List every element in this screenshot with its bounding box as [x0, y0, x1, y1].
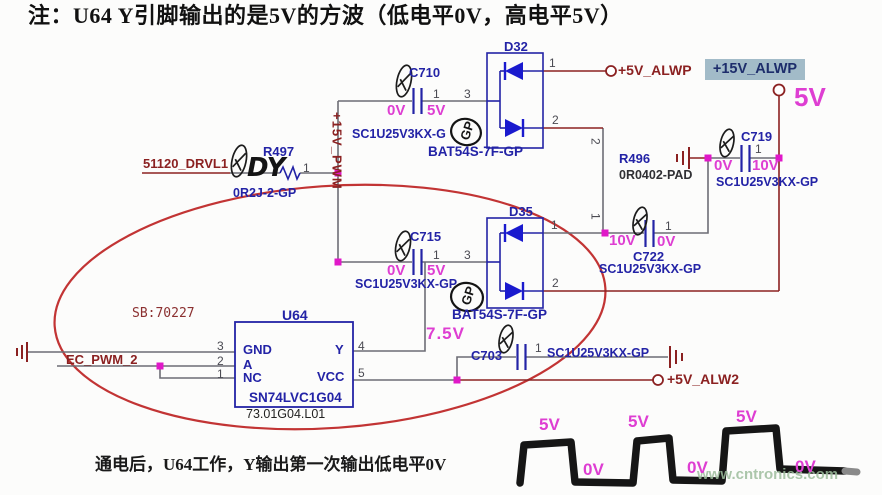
d32-part: BAT54S-7F-GP	[428, 144, 524, 159]
node-7v5-annotation: 7.5V	[426, 324, 465, 343]
r497-ref: R497	[263, 144, 295, 159]
net-label-15v-pwm: +15V_PWM	[329, 112, 345, 190]
wave-high-label-3: 5V	[736, 407, 757, 426]
c715-voltage-left: 0V	[387, 262, 406, 279]
wave-low-label-2: 0V	[687, 458, 708, 477]
net-terminals	[605, 65, 786, 386]
c710-voltage-left: 0V	[387, 102, 406, 119]
footer-note: 通电后，U64工作，Y输出第一次输出低电平0V	[95, 455, 447, 474]
wave-low-label-1: 0V	[583, 460, 604, 479]
d32-pin3-number: 3	[464, 87, 471, 101]
pencil-check-marks	[230, 64, 735, 354]
c715-part: SC1U25V3KX-GP	[355, 277, 458, 291]
c715-symbol	[412, 249, 423, 275]
wires-maroon	[142, 70, 780, 381]
rail-5v-annotation: 5V	[794, 82, 826, 112]
u64-pin5-number: 5	[358, 366, 365, 380]
handwritten-dy: DY	[247, 153, 286, 183]
c715-ref: C715	[410, 229, 442, 244]
u64-pin2-number: 2	[217, 354, 224, 368]
net-label-15v-alwp-highlighted: +15V_ALWP	[705, 59, 805, 80]
c719-pin1-number: 1	[755, 142, 762, 156]
c719-voltage-right: 10V	[752, 157, 779, 174]
terminal-5v-alw2	[652, 374, 664, 386]
r496-ref: R496	[619, 151, 651, 166]
c710-symbol	[412, 88, 423, 114]
c703-ref: C703	[471, 348, 503, 363]
watermark: www.cntronics.com	[697, 466, 839, 483]
ground-symbol-left	[16, 342, 28, 362]
c710-pin1-number: 1	[433, 87, 440, 101]
wave-low-label-3: 0V	[795, 457, 816, 476]
d35-part: BAT54S-7F-GP	[452, 307, 548, 322]
c719-symbol	[740, 145, 751, 172]
square-wave-sketch	[516, 424, 861, 487]
net-label-51120-drvl1: 51120_DRVL1	[143, 156, 229, 171]
c710-part: SC1U25V3KX-G	[352, 127, 446, 141]
ground-symbol-right	[669, 346, 683, 368]
u64-part2: 73.01G04.L01	[246, 407, 326, 421]
terminal-5v-alwp	[605, 65, 617, 77]
c722-pin1-number: 1	[665, 219, 672, 233]
net-label-5v-alw2: +5V_ALW2	[667, 371, 739, 387]
stamp-circles	[449, 117, 485, 313]
net-label-ec-pwm-2: EC_PWM_2	[66, 352, 138, 367]
junction-dots	[156, 154, 783, 384]
c710-ref: C710	[409, 65, 441, 80]
d32-ref: D32	[504, 39, 528, 54]
d35-symbol	[486, 217, 544, 309]
c722-ref: C722	[633, 249, 665, 264]
u64-ref: U64	[282, 307, 308, 323]
c715-pin1-number: 1	[433, 248, 440, 262]
u64-pin-y: Y	[335, 342, 344, 357]
u64-pin3-number: 3	[217, 339, 224, 353]
c719-voltage-left: 0V	[714, 157, 733, 174]
r497-part: 0R2J-2-GP	[233, 186, 297, 200]
u64-pin-vcc: VCC	[317, 369, 345, 384]
c722-voltage-left: 10V	[609, 232, 636, 249]
u64-pin4-number: 4	[358, 339, 365, 353]
c715-voltage-right: 5V	[427, 262, 446, 279]
wires-gray	[27, 100, 779, 381]
u64-part: SN74LVC1G04	[249, 390, 342, 405]
sb-number: SB:70227	[132, 306, 195, 321]
review-ellipse	[53, 183, 607, 431]
u64-symbol	[234, 321, 354, 408]
wave-high-label-1: 5V	[539, 415, 560, 434]
capacitor-plates	[412, 88, 751, 370]
c710-voltage-right: 5V	[427, 102, 446, 119]
page-title: 注：U64 Y引脚输出的是5V的方波（低电平0V，高电平5V）	[28, 3, 623, 28]
d35-pin2-number: 2	[552, 276, 559, 290]
c722-voltage-right: 0V	[657, 233, 676, 250]
ground-symbol-mid	[676, 147, 690, 169]
u64-pin-gnd: GND	[243, 342, 272, 357]
c703-pin1-number: 1	[535, 341, 542, 355]
net-label-5v-alwp: +5V_ALWP	[618, 62, 692, 78]
resistor-r497-symbol	[279, 164, 301, 182]
c703-part: SC1U25V3KX-GP	[547, 346, 650, 360]
c703-symbol	[516, 344, 527, 370]
c719-part: SC1U25V3KX-GP	[716, 175, 819, 189]
d35-ref: D35	[509, 204, 533, 219]
c719-ref: C719	[741, 129, 773, 144]
r496-pin1-number: 1	[588, 212, 603, 220]
d35-pin3-number: 3	[464, 248, 471, 262]
r497-pin1-number: 1	[303, 161, 310, 175]
d32-pin2-number: 2	[552, 113, 559, 127]
u64-pin-a: A	[243, 357, 253, 372]
d35-pin1-number: 1	[551, 218, 558, 232]
d32-symbol	[486, 52, 544, 149]
r496-part: 0R0402-PAD	[619, 168, 693, 182]
u64-pin-nc: NC	[243, 370, 262, 385]
r496-pin2-number: 2	[588, 137, 603, 145]
c722-part: SC1U25V3KX-GP	[599, 262, 702, 276]
u64-pin1-number: 1	[217, 367, 224, 381]
d32-pin1-number: 1	[549, 56, 556, 70]
wave-high-label-2: 5V	[628, 412, 649, 431]
terminal-15v-alwp	[772, 83, 786, 97]
